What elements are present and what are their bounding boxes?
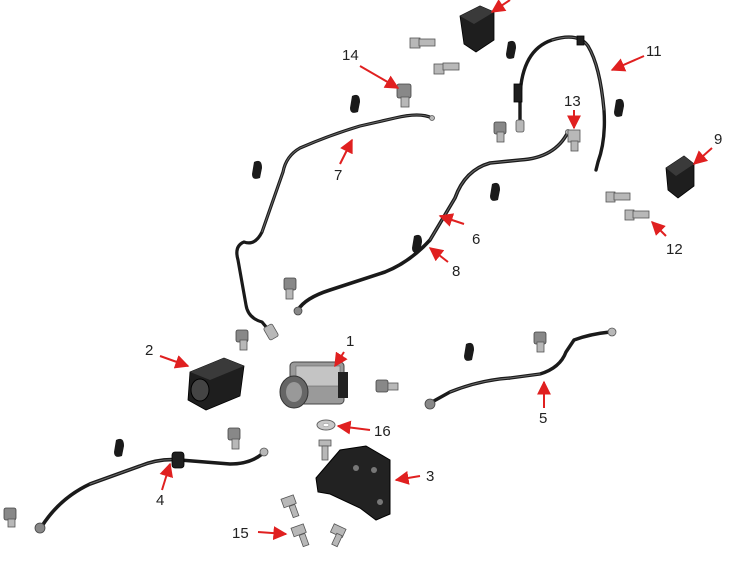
callout-15: 15 — [232, 525, 249, 542]
callout-13: 13 — [564, 93, 581, 110]
bolt-12a — [605, 191, 631, 203]
callout-2: 2 — [145, 342, 153, 359]
callout-11: 11 — [646, 43, 662, 60]
bolt-16b — [318, 439, 332, 461]
brake-line-7 — [235, 113, 435, 341]
callout-14: 14 — [342, 47, 359, 64]
mounting-bracket-3 — [315, 445, 391, 521]
bolt-top-a — [409, 37, 436, 49]
fitting-e — [375, 379, 399, 393]
banjo-bolt-14 — [396, 83, 412, 108]
callout-12: 12 — [666, 241, 683, 258]
bolt-12b — [624, 209, 650, 221]
callout-5: 5 — [539, 410, 547, 427]
washer-16 — [316, 419, 336, 431]
fitting-f — [227, 427, 241, 450]
fitting-g — [3, 507, 17, 528]
brake-line-6 — [293, 129, 571, 316]
banjo-bolt-13 — [567, 129, 581, 152]
callout-8: 8 — [452, 263, 460, 280]
callout-4: 4 — [156, 492, 164, 509]
bracket-9 — [665, 155, 695, 199]
callout-3: 3 — [426, 468, 434, 485]
bolt-15b — [290, 523, 310, 548]
fitting-d — [533, 331, 547, 353]
fitting-a — [493, 121, 507, 143]
callout-1: 1 — [346, 333, 354, 350]
callout-7: 7 — [334, 167, 342, 184]
brake-line-4 — [34, 447, 269, 534]
abs-control-unit-2 — [187, 357, 245, 411]
brake-line-5 — [424, 327, 617, 410]
callout-6: 6 — [472, 231, 480, 248]
callout-arrows — [159, 0, 713, 541]
bolt-top-b — [433, 62, 460, 75]
bracket-top — [459, 5, 495, 53]
fitting-c — [235, 329, 249, 351]
brake-line-11 — [513, 35, 607, 172]
fitting-b — [283, 277, 297, 300]
callout-16: 16 — [374, 423, 391, 440]
bolt-15c — [329, 523, 347, 548]
hose-clips — [114, 40, 624, 457]
abs-modulator-1 — [279, 361, 348, 409]
callout-9: 9 — [714, 131, 722, 148]
bolt-15a — [280, 494, 300, 519]
